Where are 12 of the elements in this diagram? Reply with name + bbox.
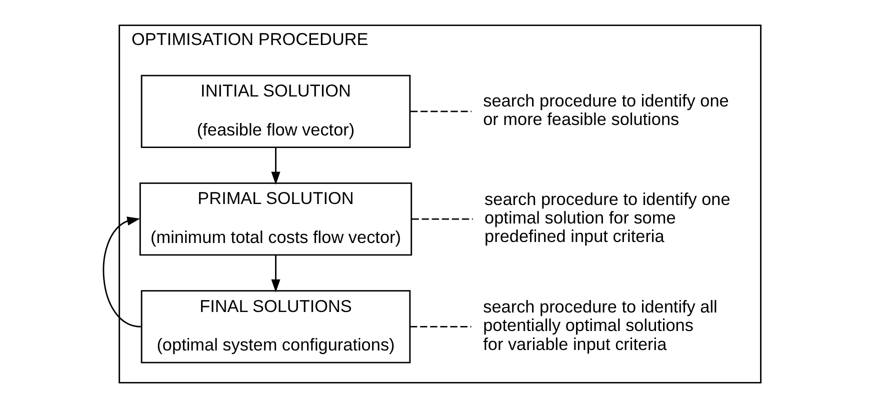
node-box: INITIAL SOLUTION (feasible flow vector): [140, 74, 411, 148]
node-box: FINAL SOLUTIONS (optimal system configurations): [140, 290, 411, 364]
arrow: [102, 216, 141, 328]
arrow: [271, 148, 280, 185]
connector: [410, 326, 472, 328]
node-box: PRIMAL SOLUTION (minimum total costs flow vector): [139, 182, 412, 256]
arrow: [271, 255, 280, 292]
connector: [410, 110, 472, 112]
node-text: search procedure to identify one optimal solution for some predefined input criteria: [484, 188, 730, 246]
connector: [412, 218, 473, 220]
node-text: search procedure to identify one or more feasible solutions: [483, 90, 729, 130]
node-text: search procedure to identify all potentially optimal solutions for variable input criteria: [483, 296, 718, 354]
